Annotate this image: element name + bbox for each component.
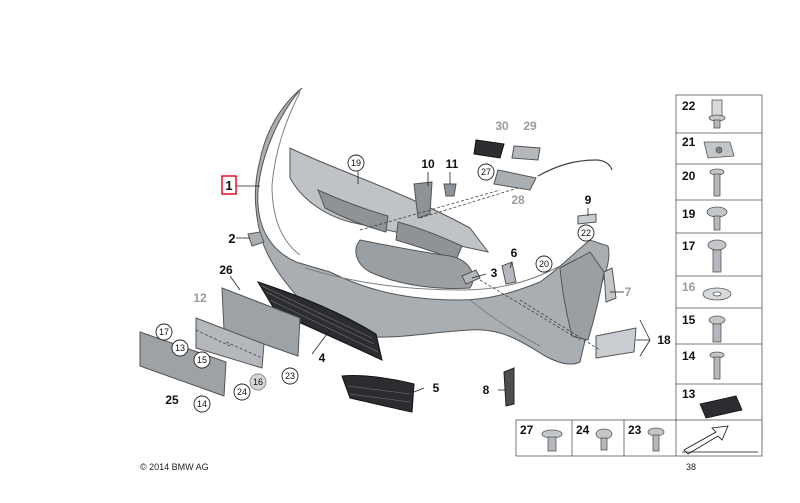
callout-18: 18: [657, 333, 671, 347]
clip-11: [443, 183, 457, 197]
table-right-num-2: 21: [682, 135, 696, 149]
front-bumper-panel: [254, 87, 610, 365]
callout-28: 28: [511, 193, 525, 207]
license-plate-base: [221, 287, 301, 357]
part-30: [473, 139, 505, 159]
circled-15: 15: [197, 355, 207, 365]
sheet-metal-screw-icon: [647, 427, 665, 452]
callout-12: 12: [193, 291, 207, 305]
callout-6: 6: [511, 246, 518, 260]
leader-lines: [229, 170, 651, 393]
clip-pin-icon: [708, 99, 726, 129]
right-corner-panel: [559, 251, 605, 341]
table-right-num-7: 15: [682, 313, 696, 327]
circled-callouts: [155, 154, 595, 413]
callout-8: 8: [483, 383, 490, 397]
callout-2: 2: [228, 231, 235, 246]
callout-1-box: [221, 175, 237, 195]
clip-6: [501, 261, 517, 285]
circled-14: 14: [197, 399, 207, 409]
circled-27: 27: [481, 167, 491, 177]
side-grille: [341, 375, 415, 413]
parts-table-bottom: 27 24 23: [515, 419, 763, 457]
table-bottom-num-3: 23: [628, 423, 642, 437]
table-right-num-1: 22: [682, 99, 696, 113]
square-nut-icon: [703, 141, 735, 159]
pan-head-screw-icon: [595, 428, 613, 451]
callout-30: 30: [495, 119, 509, 133]
callout-5: 5: [433, 381, 440, 395]
circled-20: 20: [539, 259, 549, 269]
callout-10: 10: [421, 157, 435, 171]
callout-3: 3: [491, 266, 498, 280]
washer-screw-icon: [706, 206, 728, 231]
expansion-nut-icon: [541, 429, 563, 452]
bolt-8: [503, 367, 515, 407]
part-9-bracket: [577, 213, 597, 225]
circled-16: 16: [253, 377, 263, 387]
circled-19: 19: [351, 158, 361, 168]
callout-25: 25: [165, 393, 179, 407]
bracket-10: [413, 181, 433, 219]
lower-center-grille: [256, 281, 383, 361]
table-bottom-num-2: 24: [576, 423, 590, 437]
table-bottom-num-1: 27: [520, 423, 534, 437]
parts-table-right: 22 21 20 19 17 16 15 14 13: [675, 94, 763, 443]
screw-icon: [709, 168, 725, 197]
trim-18: [595, 327, 637, 359]
table-right-num-6: 16: [682, 280, 696, 294]
table-right-num-8: 14: [682, 349, 696, 363]
callout-29: 29: [523, 119, 537, 133]
circled-17: 17: [159, 327, 169, 337]
foam-pad-icon: [699, 395, 743, 419]
callout-7: 7: [625, 285, 632, 299]
table-right-num-4: 19: [682, 207, 696, 221]
callout-11: 11: [446, 157, 459, 171]
side-trim-7: [603, 267, 617, 303]
sensor-wire: [537, 159, 613, 177]
circled-23: 23: [285, 371, 295, 381]
washer-icon: [702, 287, 732, 301]
callout-1: 1: [225, 178, 232, 193]
left-intake-opening: [355, 239, 474, 289]
clip-2: [247, 231, 265, 247]
circled-22: 22: [581, 228, 591, 238]
part-29: [511, 145, 541, 161]
table-right-num-9: 13: [682, 387, 696, 401]
assembly-lines: [195, 187, 601, 359]
table-right-num-5: 17: [682, 239, 696, 253]
circled-24: 24: [237, 387, 247, 397]
grille-carrier: [289, 147, 490, 261]
copyright-text: © 2014 BMW AG: [140, 462, 209, 472]
callout-26: 26: [219, 263, 233, 277]
table-right-num-3: 20: [682, 169, 696, 183]
license-plate-panel: [139, 331, 227, 397]
part-28: [493, 169, 537, 191]
callout-4: 4: [319, 351, 326, 365]
license-plate-bracket: [195, 317, 265, 369]
self-tapping-screw-icon: [709, 351, 725, 380]
callout-9: 9: [585, 193, 592, 207]
circled-13: 13: [175, 343, 185, 353]
fastener-icons: [699, 99, 743, 419]
torx-bolt-icon: [708, 315, 726, 343]
clip-3: [461, 269, 481, 285]
page-number: 38: [686, 462, 696, 472]
bolt-icon: [707, 239, 727, 273]
direction-arrow-icon: [682, 425, 758, 455]
